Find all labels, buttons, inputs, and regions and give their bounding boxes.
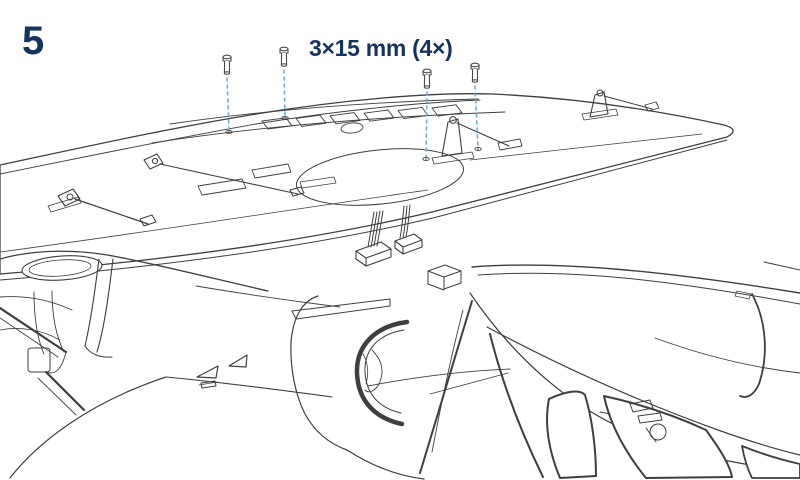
fan-cone	[364, 349, 383, 393]
cable-connector	[394, 204, 423, 255]
screw-hole	[422, 156, 430, 162]
center-grille	[261, 104, 463, 130]
screw-guide-line	[226, 77, 230, 131]
cockpit-latch-detail	[599, 399, 667, 443]
front-fuselage	[0, 250, 333, 479]
servo-cable-connectors	[355, 204, 423, 267]
wing	[0, 89, 734, 281]
servo-horn-left-inner	[143, 153, 337, 197]
wing-fairing-ring	[295, 148, 465, 206]
servo-horn-left-outer	[47, 188, 157, 227]
screw-icon	[222, 54, 232, 75]
servo-horn-right-inner	[431, 116, 523, 165]
intake-duct	[195, 264, 544, 480]
step-number: 5	[22, 19, 44, 63]
screws	[222, 46, 480, 89]
screw-guide-line	[283, 69, 286, 117]
screw-hole	[281, 115, 289, 121]
canopy	[546, 390, 800, 479]
nose-cone	[21, 255, 103, 281]
cable-connector	[355, 210, 392, 267]
servo-linkages	[47, 89, 660, 227]
screw-icon	[279, 46, 289, 67]
screw-hole	[474, 146, 482, 152]
screw-spec-label: 3×15 mm (4×)	[309, 35, 452, 61]
screw-guide-lines	[226, 69, 479, 158]
left-wing-flap-edges	[0, 306, 86, 416]
rear-fuselage	[469, 261, 800, 473]
servo-horn-right-outer	[581, 89, 660, 121]
screw-holes	[225, 115, 482, 162]
screw-icon	[422, 68, 432, 89]
vent-triangle	[196, 365, 219, 379]
vent-triangle	[228, 354, 248, 368]
screw-icon	[470, 62, 480, 83]
intake-lip	[354, 319, 410, 427]
fuselage-cheek-curve	[9, 376, 167, 479]
screw-hole	[225, 129, 233, 135]
screw-guide-line	[474, 85, 479, 148]
